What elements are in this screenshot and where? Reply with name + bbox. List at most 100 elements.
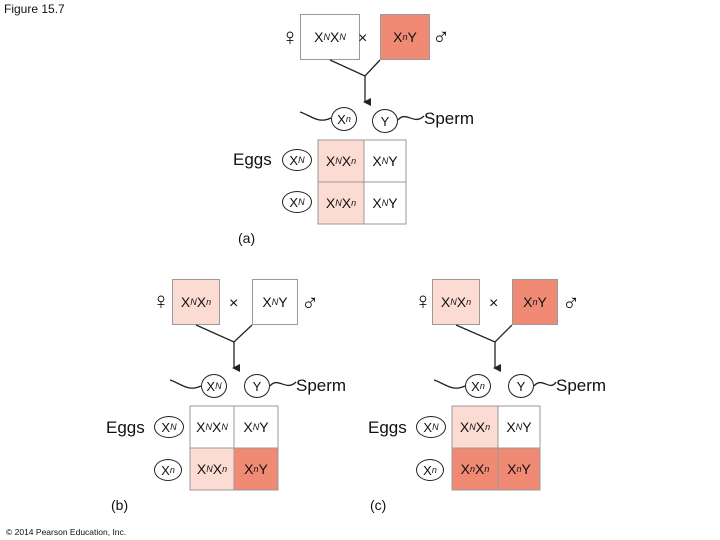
mother-chromosome: X — [440, 294, 451, 310]
female-symbol-icon: ♀ — [152, 288, 170, 315]
cross-symbol: × — [358, 30, 368, 47]
sperm-chromosome: X — [471, 378, 480, 394]
panel-b-eggs-label: Eggs — [106, 418, 145, 437]
father-chromosome: X — [262, 294, 272, 310]
offspring-chromosome: X — [475, 419, 486, 435]
offspring-chromosome: Y — [388, 195, 398, 211]
offspring-chromosome: X — [244, 461, 254, 477]
sperm-chromosome: Y — [252, 378, 262, 394]
panel-b-sperm-tail-1 — [169, 379, 202, 389]
panel-c-sperm-label: Sperm — [556, 376, 607, 395]
father-chromosome: X — [523, 294, 533, 310]
egg-chromosome: X — [423, 462, 432, 478]
mother-chromosome: X — [330, 29, 340, 45]
panel-c-label: (c) — [370, 497, 387, 513]
offspring-chromosome: X — [475, 461, 485, 477]
offspring-chromosome: X — [196, 461, 207, 477]
panel-a-sperm-2: Y — [372, 109, 398, 133]
panel-b-cross-connector — [195, 324, 253, 343]
panel-a-sperm-tail-2 — [397, 115, 425, 121]
panel-a-label: (a) — [238, 230, 256, 246]
panel-c-sperm-2: Y — [508, 374, 534, 398]
offspring-chromosome: X — [196, 419, 206, 435]
sperm-chromosome: X — [337, 111, 346, 127]
male-symbol-icon: ♂ — [562, 290, 580, 317]
panel-b-sperm-label: Sperm — [296, 376, 347, 395]
offspring-chromosome: X — [325, 153, 336, 169]
mother-chromosome: X — [180, 294, 191, 310]
panel-a-eggs-label: Eggs — [233, 150, 272, 169]
father-chromosome: Y — [537, 294, 547, 310]
female-symbol-icon: ♀ — [281, 24, 299, 51]
egg-chromosome: X — [161, 462, 170, 478]
panel-b-sperm-tail-2 — [269, 381, 297, 387]
female-symbol-icon: ♀ — [414, 288, 432, 315]
egg-chromosome: X — [289, 152, 299, 168]
panel-c-sperm-tail-1 — [433, 379, 466, 389]
cross-symbol: × — [229, 295, 239, 312]
panel-b-label: (b) — [111, 497, 129, 513]
father-chromosome: X — [393, 29, 403, 45]
offspring-chromosome: Y — [522, 419, 532, 435]
mother-chromosome: X — [196, 294, 207, 310]
offspring-chromosome: X — [507, 461, 517, 477]
male-symbol-icon: ♂ — [432, 24, 450, 51]
egg-chromosome: X — [289, 194, 299, 210]
offspring-chromosome: X — [341, 153, 352, 169]
father-chromosome: Y — [278, 294, 288, 310]
sperm-chromosome: X — [206, 378, 216, 394]
panel-c-cross-connector — [455, 324, 513, 343]
mother-chromosome: X — [456, 294, 467, 310]
panel-b-sperm-2: Y — [244, 374, 270, 398]
sperm-chromosome: Y — [516, 378, 526, 394]
offspring-chromosome: X — [212, 419, 222, 435]
sperm-chromosome: Y — [380, 113, 390, 129]
egg-chromosome: X — [423, 419, 433, 435]
panel-c-eggs-label: Eggs — [368, 418, 407, 437]
male-symbol-icon: ♂ — [301, 290, 319, 317]
offspring-chromosome: X — [341, 195, 352, 211]
offspring-chromosome: Y — [259, 419, 269, 435]
offspring-chromosome: X — [243, 419, 253, 435]
figure-title: Figure 15.7 — [4, 2, 65, 16]
offspring-chromosome: Y — [388, 153, 398, 169]
panel-a-sperm-tail-1 — [299, 111, 332, 121]
panel-c-sperm-tail-2 — [533, 381, 557, 387]
cross-symbol: × — [489, 295, 499, 312]
mother-chromosome: X — [314, 29, 324, 45]
egg-chromosome: X — [161, 419, 171, 435]
panel-a-cross-connector — [329, 59, 381, 77]
father-chromosome: Y — [407, 29, 417, 45]
offspring-chromosome: X — [212, 461, 223, 477]
offspring-chromosome: X — [460, 461, 470, 477]
offspring-chromosome: X — [372, 195, 382, 211]
offspring-chromosome: Y — [258, 461, 268, 477]
panel-a-sperm-label: Sperm — [424, 109, 475, 128]
offspring-chromosome: X — [459, 419, 470, 435]
